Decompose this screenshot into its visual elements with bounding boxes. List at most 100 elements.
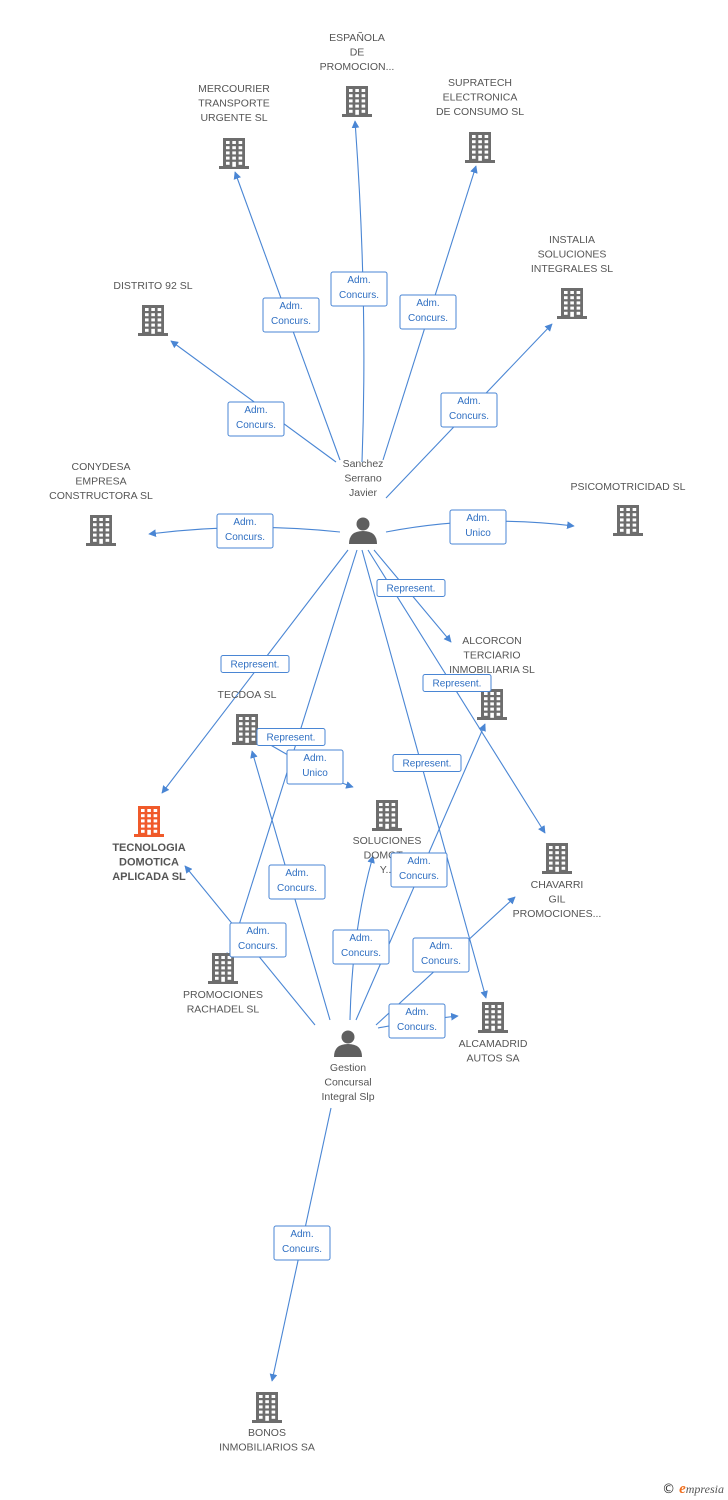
edge-label-gestion-to-soluciones[interactable]: Adm.Concurs. — [332, 929, 390, 965]
node-distrito92[interactable]: DISTRITO 92 SL — [113, 280, 193, 336]
node-label: INMOBILIARIA SL — [449, 664, 535, 676]
building-icon — [208, 953, 238, 984]
edge-label-sanchez-to-alcorcon[interactable]: Represent. — [376, 579, 446, 597]
building-icon — [86, 515, 116, 546]
edge-label-sanchez-to-alcamadrid[interactable]: Represent. — [392, 754, 462, 772]
node-label: CONSTRUCTORA SL — [49, 490, 153, 502]
edge-label-sanchez-to-psicomotricidad[interactable]: Adm.Unico — [449, 509, 507, 545]
edge-label-text: Represent. — [267, 733, 316, 744]
node-label: Integral Slp — [321, 1091, 374, 1103]
edge-label-text: Represent. — [403, 759, 452, 770]
node-label: GIL — [549, 894, 566, 906]
edge-label-box — [330, 271, 388, 307]
node-espanola[interactable]: ESPAÑOLADEPROMOCION... — [320, 31, 395, 117]
edge-label-sanchez-to-instalia[interactable]: Adm.Concurs. — [440, 392, 498, 428]
edge-label-text: Concurs. — [236, 420, 276, 431]
edge-label-gestion-to-alcamadrid[interactable]: Adm.Concurs. — [388, 1003, 446, 1039]
edge-label-text: Represent. — [433, 679, 482, 690]
node-label: INMOBILIARIOS SA — [219, 1442, 315, 1454]
node-label: RACHADEL SL — [187, 1004, 260, 1016]
edge-label-text: Concurs. — [339, 290, 379, 301]
edge-label-text: Concurs. — [225, 532, 265, 543]
building-icon — [478, 1002, 508, 1033]
node-label: BONOS — [248, 1427, 286, 1439]
building-icon — [477, 689, 507, 720]
edge-label-sanchez-to-tecdoa[interactable]: Represent. — [256, 728, 326, 746]
edge-label-box — [440, 392, 498, 428]
node-soluciones[interactable]: SOLUCIONESDOMOT...Y... — [353, 800, 422, 876]
edge-label-gestion-to-chavarri[interactable]: Adm.Concurs. — [412, 937, 470, 973]
node-label: AUTOS SA — [467, 1053, 520, 1065]
person-icon — [349, 517, 377, 544]
edge-label-gestion-to-tecdoa[interactable]: Adm. Concurs. — [268, 864, 326, 900]
edge-label-text: Unico — [302, 768, 328, 779]
brand-logo-initial: e — [679, 1481, 686, 1497]
edge-label-text: Concurs. — [271, 316, 311, 327]
edge-label-box — [262, 297, 320, 333]
node-label: Javier — [349, 487, 378, 499]
edge-label-box — [390, 852, 448, 888]
edge-label-text: Adm. — [233, 517, 256, 528]
edge-label-text: Adm. — [457, 396, 480, 407]
edge-label-sanchez-to-espanola[interactable]: Adm. Concurs. — [330, 271, 388, 307]
person-icon — [334, 1030, 362, 1057]
node-label: PSICOMOTRICIDAD SL — [571, 481, 686, 493]
node-psicomotricidad[interactable]: PSICOMOTRICIDAD SL — [571, 481, 686, 536]
edge-label-tecdoa-to-soluciones[interactable]: Adm.Unico — [286, 749, 344, 785]
edge-label-text: Unico — [465, 528, 491, 539]
node-label: INSTALIA — [549, 234, 595, 246]
edge-label-box — [412, 937, 470, 973]
edge-label-sanchez-to-mercourier[interactable]: Adm.Concurs. — [262, 297, 320, 333]
edge-label-text: Adm. — [285, 868, 308, 879]
node-label: SOLUCIONES — [538, 249, 607, 261]
edge-label-box — [399, 294, 457, 330]
edge-labels-layer: Adm. Concurs. Adm. Concurs. Adm. Concurs. Adm.… — [216, 271, 507, 1261]
node-chavarri[interactable]: CHAVARRIGILPROMOCIONES... — [513, 843, 602, 920]
edge-label-sanchez-to-chavarri[interactable]: Represent. — [422, 674, 492, 692]
building-icon — [465, 132, 495, 163]
node-tecdoa[interactable]: TECDOA SL — [218, 689, 277, 745]
building-icon — [342, 86, 372, 117]
node-label: CONYDESA — [72, 461, 131, 473]
node-label: APLICADA SL — [112, 871, 186, 883]
edge-label-text: Represent. — [231, 660, 280, 671]
node-label: SUPRATECH — [448, 77, 512, 89]
edge-label-text: Adm. — [416, 298, 439, 309]
building-icon — [232, 714, 262, 745]
node-label: ESPAÑOLA — [329, 31, 385, 44]
edge-label-text: Adm. — [347, 275, 370, 286]
building-icon — [613, 505, 643, 536]
edge-label-sanchez-to-conydesa[interactable]: Adm. Concurs. — [216, 513, 274, 549]
edge-label-sanchez-to-tecnologia[interactable]: Represent. — [220, 655, 290, 673]
edge-label-sanchez-to-distrito92[interactable]: Adm. Concurs. — [227, 401, 285, 437]
edge-label-text: Concurs. — [408, 313, 448, 324]
node-label: Concursal — [324, 1077, 371, 1089]
building-icon — [219, 138, 249, 169]
edge-label-text: Concurs. — [277, 883, 317, 894]
edge-label-gestion-to-tecnologia[interactable]: Adm.Concurs. — [229, 922, 287, 958]
building-icon — [542, 843, 572, 874]
node-label: DE CONSUMO SL — [436, 106, 524, 118]
edge-label-gestion-to-bonos[interactable]: Adm.Concurs. — [273, 1225, 331, 1261]
edge-label-sanchez-to-supratech[interactable]: Adm. Concurs. — [399, 294, 457, 330]
edge-label-text: Adm. — [244, 405, 267, 416]
edge-label-gestion-to-alcorcon[interactable]: Adm.Concurs. — [390, 852, 448, 888]
node-label: CHAVARRI — [531, 879, 584, 891]
edge-label-text: Concurs. — [341, 948, 381, 959]
node-label: MERCOURIER — [198, 83, 270, 95]
edge-label-box — [388, 1003, 446, 1039]
node-label: DOMOTICA — [119, 857, 179, 869]
brand-logo-text: mpresia — [685, 1482, 724, 1496]
node-bonos[interactable]: BONOS INMOBILIARIOS SA — [219, 1392, 315, 1454]
